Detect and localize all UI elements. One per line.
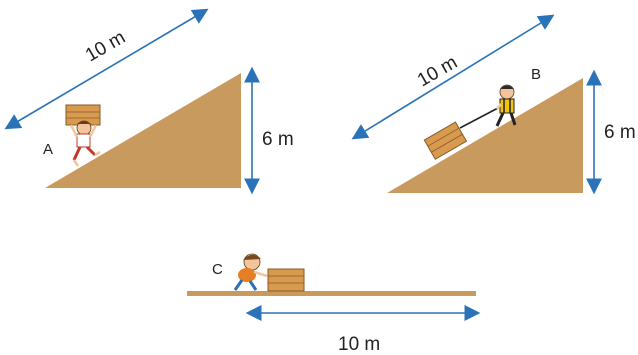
- ground-line: [187, 291, 476, 296]
- person-pulling-icon: [495, 84, 517, 127]
- person-pushing-icon: [233, 253, 268, 291]
- box-icon: [423, 121, 468, 160]
- distance-label-c: 10 m: [338, 334, 380, 355]
- letter-a: A: [43, 141, 53, 158]
- slope-arrow-a: [4, 8, 209, 130]
- letter-b: B: [531, 66, 541, 83]
- scenario-b: 10 m 6 m B: [351, 14, 636, 195]
- slope-arrow-b: [351, 14, 555, 140]
- slope-label-b: 10 m: [414, 52, 461, 91]
- height-label-a: 6 m: [262, 129, 294, 150]
- letter-c: C: [212, 261, 223, 278]
- height-label-b: 6 m: [604, 122, 636, 143]
- rope: [459, 107, 499, 129]
- person-carrying-box-icon: [65, 104, 101, 167]
- box-icon: [267, 268, 305, 292]
- scenario-a: 10 m 6 m A: [4, 8, 294, 195]
- ramp-b: [387, 78, 583, 193]
- scenario-c: 10 m C: [187, 253, 481, 355]
